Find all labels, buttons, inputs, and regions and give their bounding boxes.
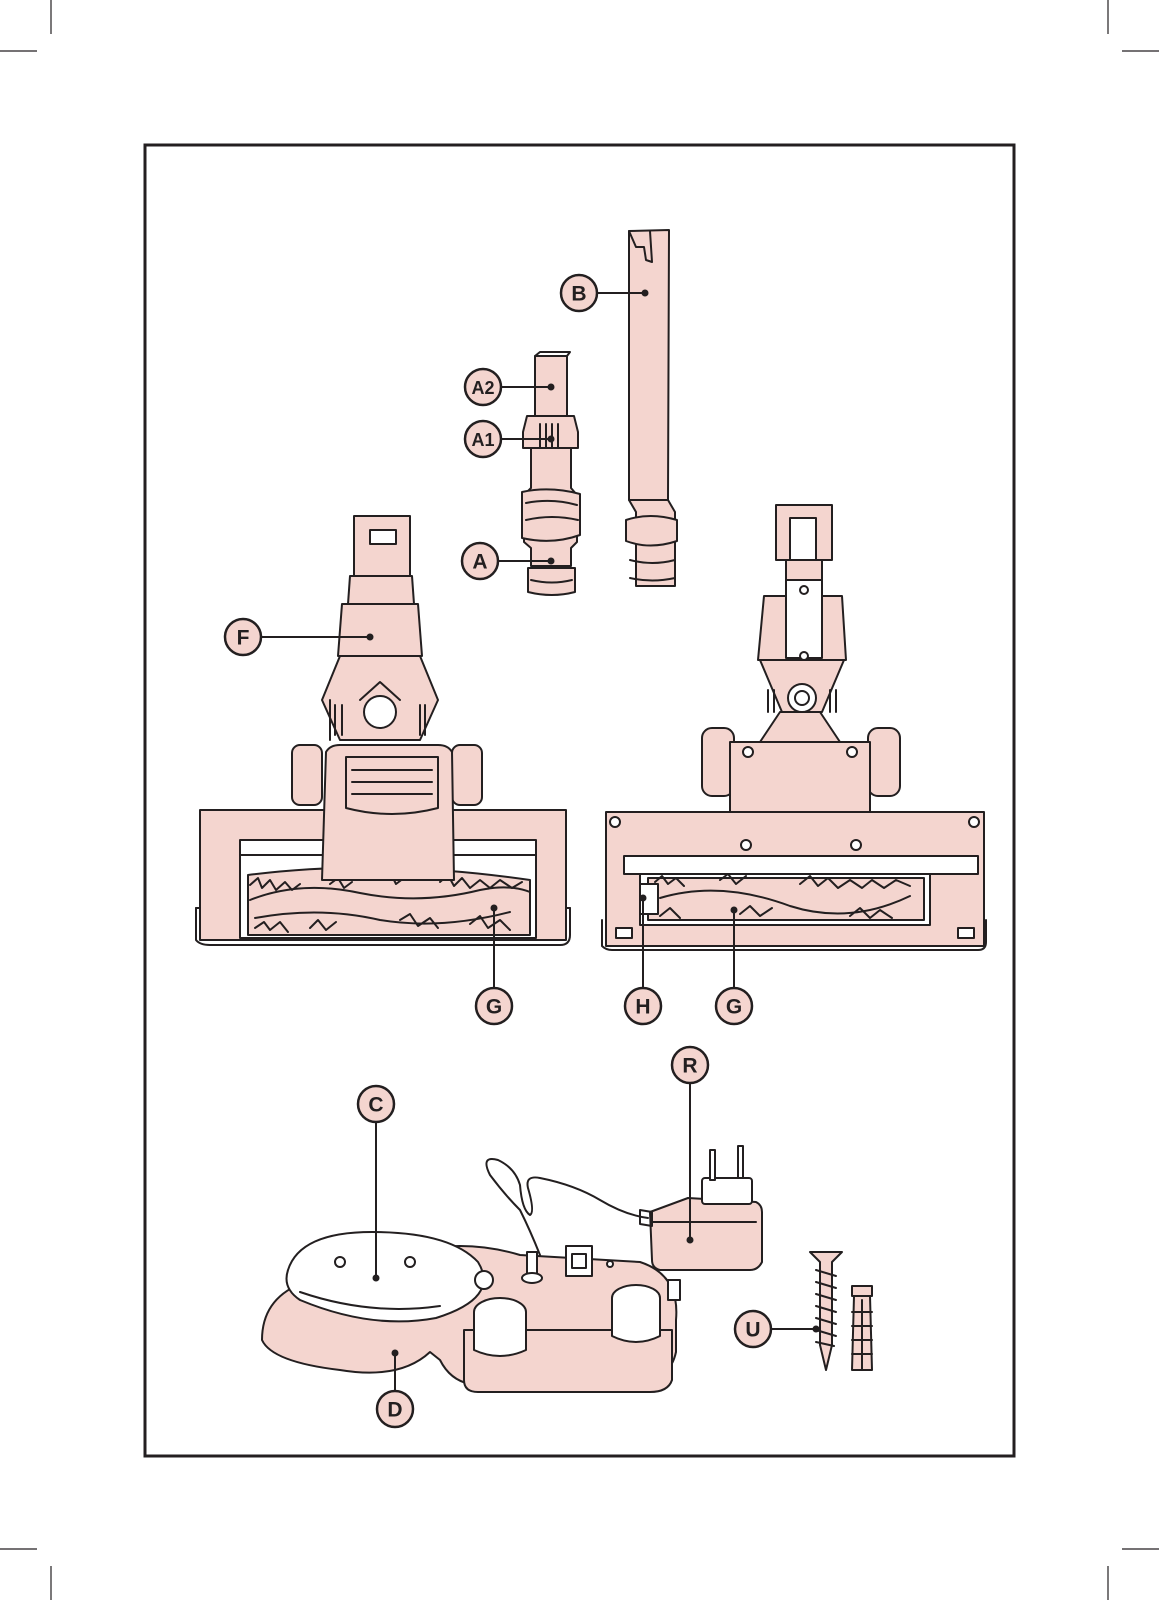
svg-text:A1: A1: [471, 430, 494, 450]
wall-plug-icon: [852, 1286, 872, 1370]
floor-brush-front-icon: [196, 516, 570, 945]
svg-text:H: H: [635, 996, 650, 1019]
label-A1: A1: [465, 421, 501, 457]
label-H: H: [625, 988, 661, 1024]
svg-text:D: D: [387, 1399, 402, 1422]
svg-text:R: R: [682, 1055, 697, 1078]
label-A2: A2: [465, 369, 501, 405]
label-R: R: [672, 1047, 708, 1083]
label-A: A: [462, 543, 498, 579]
svg-text:G: G: [726, 996, 742, 1019]
label-C: C: [358, 1086, 394, 1122]
charging-base-icon: [262, 1232, 680, 1392]
label-G-back: G: [716, 988, 752, 1024]
wall-screw-icon: [810, 1252, 842, 1370]
power-adapter-icon: [640, 1146, 762, 1270]
label-D: D: [377, 1391, 413, 1427]
svg-text:C: C: [368, 1094, 383, 1117]
svg-text:A2: A2: [471, 378, 494, 398]
svg-text:A: A: [472, 551, 487, 574]
crevice-tool-B-icon: [626, 230, 677, 586]
cable-icon: [486, 1159, 648, 1255]
svg-text:B: B: [571, 283, 586, 306]
svg-text:G: G: [486, 996, 502, 1019]
label-B: B: [561, 275, 597, 311]
label-G-front: G: [476, 988, 512, 1024]
label-F: F: [225, 619, 261, 655]
svg-text:F: F: [237, 627, 250, 650]
svg-text:U: U: [745, 1319, 760, 1342]
label-U: U: [735, 1311, 771, 1347]
